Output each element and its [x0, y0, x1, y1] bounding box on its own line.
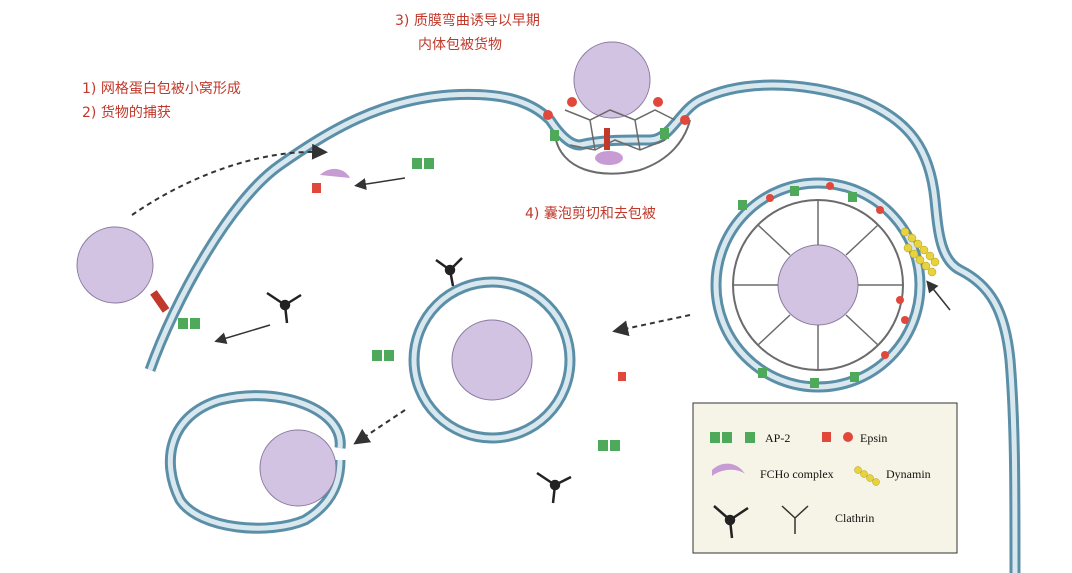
free-adaptors	[372, 350, 626, 451]
legend-dynamin-label: Dynamin	[886, 467, 931, 481]
arrow-to-bottom-vesicle	[353, 409, 406, 445]
step-2-label: 2) 货物的捕获	[82, 105, 171, 121]
coated-vesicle	[710, 177, 926, 393]
legend-dynamin-icon	[854, 466, 880, 486]
legend-ap2-icon	[710, 432, 755, 443]
cargo-vesicle-left	[76, 226, 200, 329]
arrow-to-endosome	[612, 314, 691, 337]
legend-clathrin-y-icon	[781, 505, 809, 534]
capture-site	[312, 158, 434, 193]
step-3-label-line1: 3) 质膜弯曲诱导以早期	[395, 13, 540, 29]
plasma-membrane	[144, 79, 1021, 573]
step-4-label: 4) 囊泡剪切和去包被	[525, 206, 656, 222]
dynamin-collar	[900, 227, 940, 277]
legend-clathrin-triskelion-icon	[713, 505, 749, 539]
arrow-recycle-left	[214, 324, 271, 345]
legend-epsin-icon	[822, 432, 853, 442]
legend-clathrin-label: Clathrin	[835, 511, 874, 525]
legend-box: AP-2 Epsin FCHo complex Dynamin Clathrin	[692, 402, 958, 554]
legend-epsin-label: Epsin	[860, 431, 887, 445]
step-3-label-line2: 内体包被货物	[418, 37, 502, 53]
free-clathrin	[266, 257, 572, 504]
legend-fcho-label: FCHo complex	[760, 467, 834, 481]
legend-fcho-icon	[712, 463, 745, 476]
bottom-vesicle	[164, 390, 346, 534]
cargo-receptor-shape	[604, 128, 610, 150]
coat-proteins	[738, 182, 909, 388]
legend-ap2-label: AP-2	[765, 431, 790, 445]
budding-pit	[543, 41, 691, 175]
fcho-complex-shape	[595, 151, 623, 165]
dynamin-pointer-arrow	[926, 280, 951, 311]
early-endosome	[408, 276, 576, 444]
step-1-label: 1) 网格蛋白包被小窝形成	[82, 81, 241, 97]
